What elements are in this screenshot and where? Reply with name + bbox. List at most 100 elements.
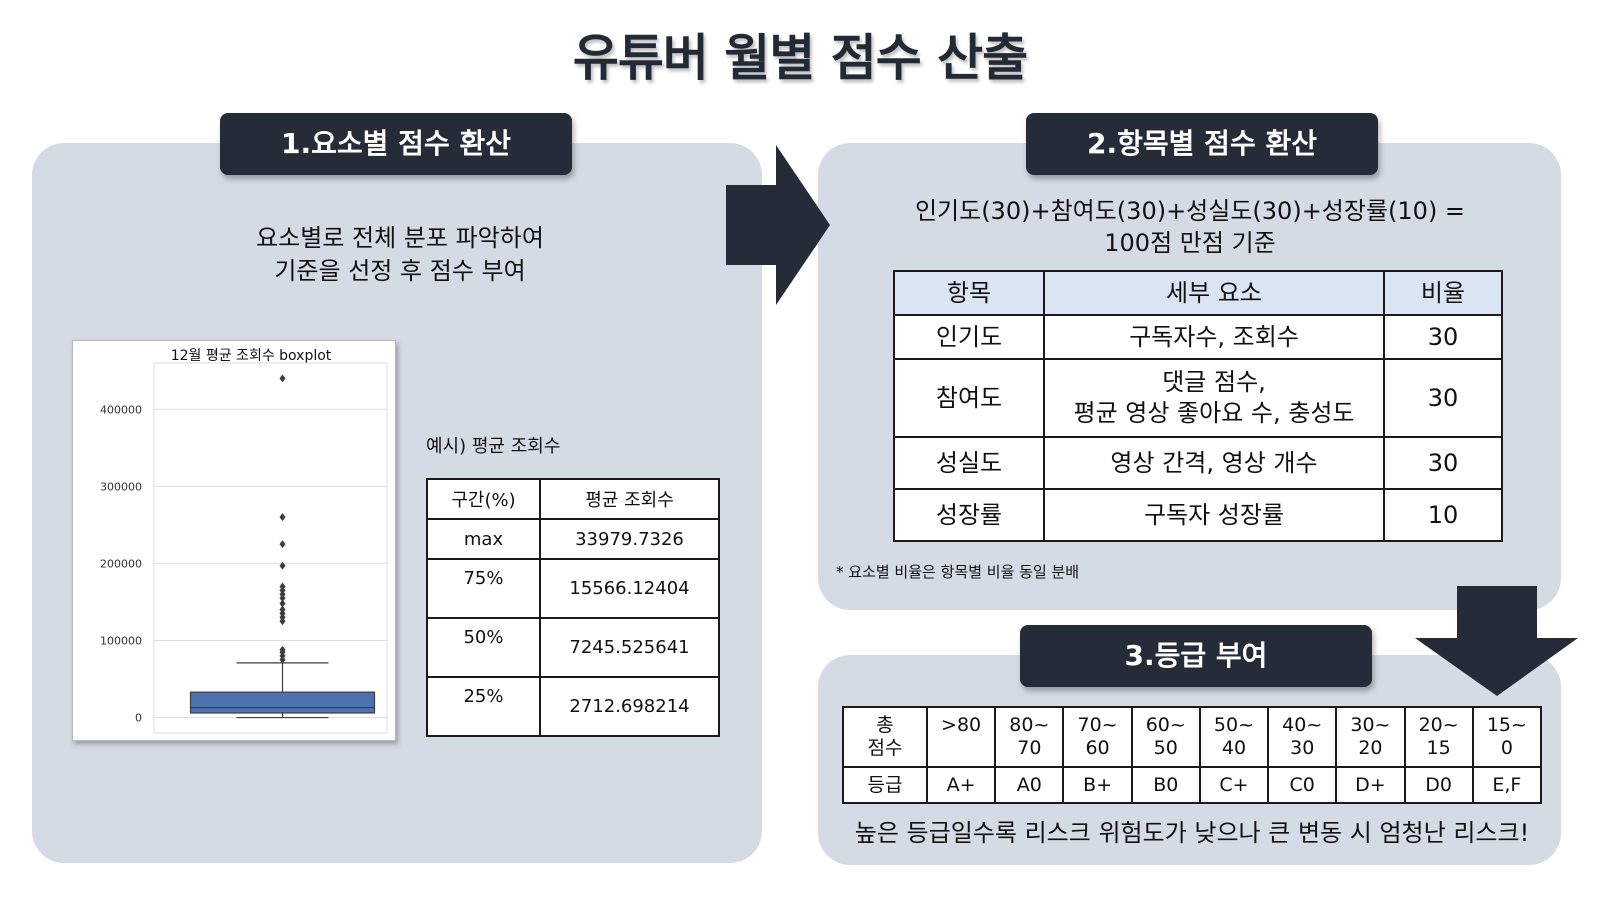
outlier-point: [279, 605, 286, 614]
outlier-point: [279, 561, 286, 570]
stats-range-cell: 75%: [426, 558, 541, 619]
box-layer: [189, 662, 376, 719]
table-row: 성실도 영상 간격, 영상 개수 30: [893, 436, 1503, 490]
score-range-top: >80: [941, 714, 982, 736]
grade-table: 총 점수 >80 80~70 70~60 60~50 50~40 40~30 3…: [842, 706, 1543, 804]
item-header-detail: 세부 요소: [1043, 270, 1385, 316]
grade-cell: D0: [1403, 766, 1474, 804]
grade-cell: A+: [925, 766, 997, 804]
grade-header-cell: 등급: [842, 766, 928, 804]
item-detail-line-2: 평균 영상 좋아요 수, 충성도: [1073, 399, 1355, 427]
score-range-bottom: 15: [1426, 737, 1451, 759]
outlier-point: [279, 599, 286, 608]
score-range-top: 50~: [1213, 714, 1255, 736]
item-ratio-cell: 30: [1383, 358, 1503, 438]
item-table: 항목 세부 요소 비율 인기도 구독자수, 조회수 30 참여도 댓글 점수, …: [893, 270, 1503, 542]
grade-cell: C+: [1198, 766, 1270, 804]
description-line-2: 기준을 선정 후 점수 부여: [274, 257, 526, 285]
score-range-top: 60~: [1145, 714, 1186, 736]
chart-title: 12월 평균 조회수 boxplot: [171, 348, 332, 364]
outlier-layer: [279, 374, 286, 664]
score-range-top: 70~: [1077, 714, 1118, 736]
boxplot-svg: 12월 평균 조회수 boxplot 010000020000030000040…: [100, 348, 388, 734]
stats-value-cell: 15566.12404: [539, 558, 720, 619]
score-range-top: 40~: [1282, 714, 1323, 736]
stats-range-cell: 50%: [426, 617, 541, 678]
grade-row: 등급 A+ A0 B+ B0 C+ C0 D+ D0 E,F: [842, 766, 1543, 804]
grade-cell: C0: [1267, 766, 1338, 804]
item-header-row: 항목 세부 요소 비율: [893, 270, 1503, 316]
item-detail-cell: 구독자수, 조회수: [1043, 314, 1385, 360]
outlier-point: [279, 513, 286, 522]
score-range-top: 15~: [1486, 714, 1527, 736]
grade-cell: B0: [1130, 766, 1201, 804]
score-range-cell: 50~40: [1198, 706, 1270, 768]
section2-badge: 2.항목별 점수 환산: [1026, 113, 1378, 175]
score-range-cell: 30~20: [1335, 706, 1406, 768]
item-detail-cell: 댓글 점수, 평균 영상 좋아요 수, 충성도: [1043, 358, 1385, 438]
score-row: 총 점수 >80 80~70 70~60 60~50 50~40 40~30 3…: [842, 706, 1543, 768]
stats-header-row: 구간(%) 평균 조회수: [426, 478, 720, 520]
stats-range-cell: 25%: [426, 676, 541, 737]
example-label: 예시) 평균 조회수: [426, 436, 561, 457]
score-range-bottom: 40: [1221, 737, 1247, 759]
item-ratio-cell: 30: [1383, 314, 1503, 360]
grade-cell: D+: [1335, 766, 1406, 804]
item-ratio-cell: 30: [1383, 436, 1503, 490]
stats-header-range: 구간(%): [426, 478, 541, 520]
description-line-1: 요소별로 전체 분포 파악하여: [256, 224, 544, 252]
score-range-cell: 20~15: [1403, 706, 1474, 768]
outlier-point: [279, 374, 286, 383]
score-range-top: 20~: [1418, 714, 1459, 736]
score-range-bottom: 60: [1085, 737, 1110, 759]
section1-badge: 1.요소별 점수 환산: [220, 113, 572, 175]
outlier-point: [279, 645, 286, 654]
grade-cell: B+: [1062, 766, 1133, 804]
score-range-bottom: 0: [1500, 737, 1513, 759]
y-tick-label: 300000: [100, 480, 142, 493]
score-range-cell: 60~50: [1130, 706, 1201, 768]
page-title: 유튜버 월별 점수 산출: [572, 29, 1028, 87]
right-arrow-icon: [726, 145, 830, 305]
stats-value-cell: 7245.525641: [539, 617, 720, 678]
table-row: 50% 7245.525641: [426, 617, 720, 678]
score-header-line-1: 총: [876, 714, 894, 736]
table-row: 인기도 구독자수, 조회수 30: [893, 314, 1503, 360]
y-tick-label: 100000: [100, 635, 142, 648]
item-ratio-cell: 10: [1383, 488, 1503, 542]
item-detail-line-1: 댓글 점수,: [1162, 368, 1266, 396]
ratio-footnote: * 요소별 비율은 항목별 비율 동일 분배: [836, 563, 1080, 581]
section3-badge: 3.등급 부여: [1020, 625, 1372, 687]
item-detail-cell: 구독자 성장률: [1043, 488, 1385, 542]
score-range-cell: 15~0: [1471, 706, 1543, 768]
grade-cell: E,F: [1471, 766, 1543, 804]
item-detail-cell: 영상 간격, 영상 개수: [1043, 436, 1385, 490]
table-row: 참여도 댓글 점수, 평균 영상 좋아요 수, 충성도 30: [893, 358, 1503, 438]
score-formula: 인기도(30)+참여도(30)+성실도(30)+성장률(10) = 100점 만…: [880, 195, 1500, 259]
down-arrow-icon: [1415, 586, 1578, 696]
score-range-bottom: 30: [1290, 737, 1315, 759]
outlier-point: [279, 540, 286, 549]
score-range-cell: 40~30: [1267, 706, 1338, 768]
plot-area: [153, 362, 388, 734]
formula-line-1: 인기도(30)+참여도(30)+성실도(30)+성장률(10) =: [914, 197, 1466, 225]
score-range-cell: 80~70: [994, 706, 1065, 768]
table-row: 75% 15566.12404: [426, 558, 720, 619]
item-header-ratio: 비율: [1383, 270, 1503, 316]
score-range-cell: 70~60: [1062, 706, 1133, 768]
item-name-cell: 성실도: [893, 436, 1045, 490]
score-range-top: 80~: [1009, 714, 1050, 736]
table-row: 성장률 구독자 성장률 10: [893, 488, 1503, 542]
item-name-cell: 인기도: [893, 314, 1045, 360]
y-tick-label: 200000: [100, 557, 142, 570]
item-name-cell: 성장률: [893, 488, 1045, 542]
score-range-cell: >80: [925, 706, 997, 768]
score-range-bottom: 50: [1153, 737, 1178, 759]
risk-note: 높은 등급일수록 리스크 위험도가 낮으나 큰 변동 시 엄청난 리스크!: [854, 819, 1530, 847]
item-header-item: 항목: [893, 270, 1045, 316]
score-range-top: 30~: [1350, 714, 1391, 736]
stats-value-cell: 2712.698214: [539, 676, 720, 737]
score-range-bottom: 20: [1358, 737, 1383, 759]
